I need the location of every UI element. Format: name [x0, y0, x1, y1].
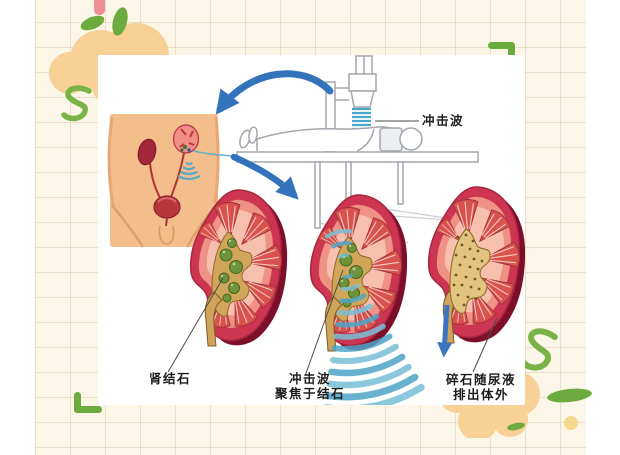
- label-excrete: 碎石随尿液 排出体外: [418, 373, 525, 403]
- lithotripsy-diagram-panel: 冲击波 肾结石 冲击波 聚焦于结石 碎石随尿液 排出体外: [98, 55, 525, 405]
- bladder-icon: [153, 195, 181, 219]
- torso-illustration: [107, 114, 220, 248]
- small-kidney-crosssection-icon: [172, 124, 200, 154]
- flow-arrows: [193, 70, 334, 200]
- corner-bracket-icon: [74, 406, 102, 413]
- label-excrete-line1: 碎石随尿液: [445, 373, 516, 387]
- label-pointer-lines: [167, 120, 498, 377]
- arrow-torso-to-kidney: [230, 153, 299, 200]
- label-shockwave: 冲击波: [422, 114, 465, 128]
- squiggle-s-icon: [520, 328, 558, 371]
- kidney-2-stones-focused: [311, 195, 407, 351]
- mini-shockwave-fan-icon: [177, 162, 201, 181]
- corner-bracket-icon: [488, 42, 515, 49]
- label-focus: 冲击波 聚焦于结石: [248, 372, 372, 402]
- lithotripsy-illustration: [107, 55, 525, 405]
- shockwave-fan-icon: [323, 229, 425, 405]
- arrow-fragments-down: [437, 304, 453, 358]
- kidney-3-fragments: [429, 187, 525, 343]
- squiggle-s-icon: [61, 85, 92, 122]
- label-focus-line2: 聚焦于结石: [274, 387, 345, 401]
- patient-table-drawing: [236, 55, 494, 244]
- stone-fragments-icon: [452, 233, 484, 307]
- label-excrete-line2: 排出体外: [452, 388, 509, 402]
- arrow-machine-to-torso: [215, 70, 334, 115]
- yellow-dot-icon: [564, 416, 578, 430]
- corner-bracket-icon: [74, 392, 81, 413]
- pink-tab-icon: [94, 0, 105, 15]
- left-kidney-icon: [137, 138, 157, 166]
- corner-bracket-icon: [508, 42, 515, 58]
- label-focus-line1: 冲击波: [288, 372, 331, 386]
- label-kidney-stone: 肾结石: [148, 372, 191, 386]
